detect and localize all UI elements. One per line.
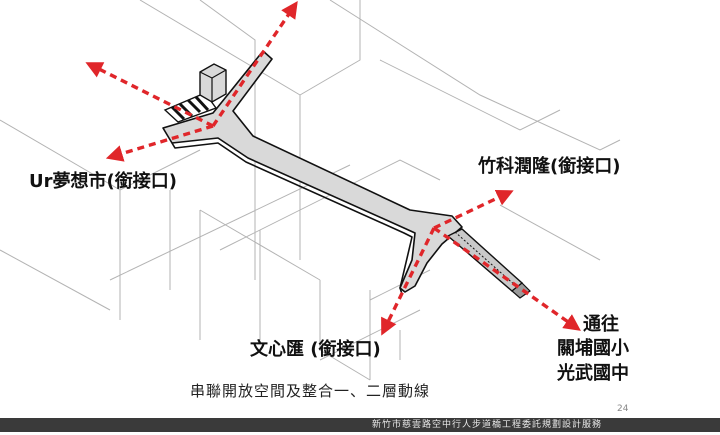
label-destination-line2: 關埔國小 [557, 338, 629, 359]
label-zhuke-runlong: 竹科潤隆(銜接口) [478, 156, 621, 177]
walkway-deck [162, 50, 463, 293]
building-outlines [0, 0, 621, 381]
walkway-structure [162, 50, 531, 299]
elevator-box [199, 63, 227, 103]
arrow-to-ur [105, 124, 214, 162]
diagram-caption: 串聯開放空間及整合一、二層動線 [189, 382, 430, 400]
arrow-upper-left [85, 62, 214, 128]
label-destination-line3: 光武國中 [557, 363, 629, 384]
label-ur-dream-city: Ur夢想市(銜接口) [29, 171, 177, 192]
footer-bar: 新竹市慈雲路空中行人步道橋工程委託規劃設計服務 [0, 418, 720, 432]
footer-project-title: 新竹市慈雲路空中行人步道橋工程委託規劃設計服務 [371, 420, 602, 430]
connection-arrows [85, 0, 581, 336]
label-destination-line1: 通往 [583, 314, 619, 335]
label-wenxin-hui: 文心匯 (銜接口) [250, 339, 381, 360]
arrow-to-destination [433, 226, 581, 331]
walkway-deck-edge [171, 142, 413, 295]
arrow-to-zhuke [433, 189, 514, 230]
page-number: 24 [617, 404, 629, 414]
arrow-to-wenxin [381, 227, 436, 336]
